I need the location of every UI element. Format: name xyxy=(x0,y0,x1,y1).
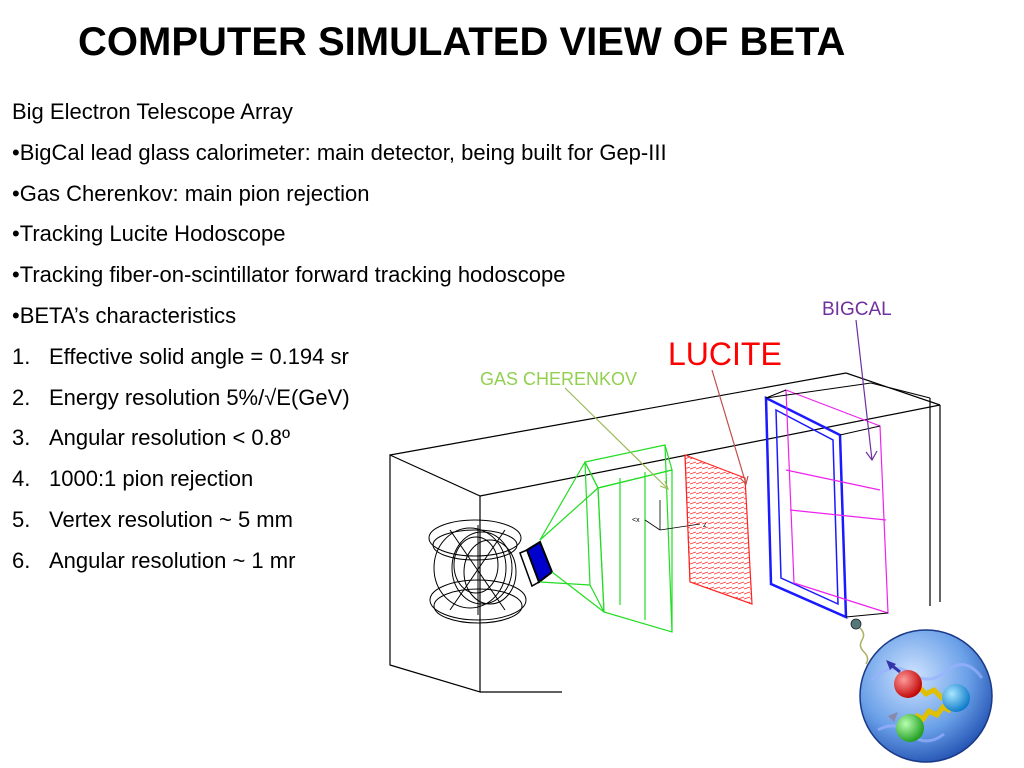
bullet-item: •BigCal lead glass calorimeter: main det… xyxy=(12,133,667,174)
particle-decoration xyxy=(850,618,869,665)
numbered-item: 5. Vertex resolution ~ 5 mm xyxy=(12,500,667,541)
item-number: 4. xyxy=(12,466,31,492)
numbered-item: 6. Angular resolution ~ 1 mr xyxy=(12,541,667,582)
item-text: Vertex resolution ~ 5 mm xyxy=(49,506,293,532)
lucite-label: LUCITE xyxy=(668,336,782,372)
bullet-marker: • xyxy=(12,262,20,288)
lucite-pointer xyxy=(711,369,747,485)
bigcal-label: BIGCAL xyxy=(822,299,892,320)
item-text: 1000:1 pion rejection xyxy=(49,466,254,492)
bullet-item: •Tracking Lucite Hodoscope xyxy=(12,214,667,255)
bullet-text: Gas Cherenkov: main pion rejection xyxy=(19,180,370,206)
forward-tracker xyxy=(519,540,554,588)
slide-title: COMPUTER SIMULATED VIEW OF BETA xyxy=(78,20,846,64)
gas-cherenkov-pointer xyxy=(564,387,669,490)
numbered-item: 3. Angular resolution < 0.8º xyxy=(12,418,667,459)
bullet-list: Big Electron Telescope Array •BigCal lea… xyxy=(12,92,667,582)
bullet-text: Big Electron Telescope Array xyxy=(12,99,293,124)
gas-cherenkov-label: GAS CHERENKOV xyxy=(480,369,638,389)
bullet-item: •Gas Cherenkov: main pion rejection xyxy=(12,174,667,215)
item-text: Effective solid angle = 0.194 sr xyxy=(49,343,349,369)
label-pointers xyxy=(564,319,878,491)
gas-cherenkov-frame xyxy=(539,444,673,633)
bullet-text: BigCal lead glass calorimeter: main dete… xyxy=(19,139,667,165)
item-number: 5. xyxy=(12,506,31,532)
housing-outline xyxy=(389,372,941,693)
bullet-text: Tracking Lucite Hodoscope xyxy=(19,221,286,247)
lucite-hodoscope xyxy=(684,454,753,605)
axis-label: <x xyxy=(632,517,640,524)
item-text: Angular resolution ~ 1 mr xyxy=(49,547,296,573)
bullet-marker: • xyxy=(12,302,20,328)
bullet-marker: • xyxy=(12,180,20,206)
item-number: 2. xyxy=(12,384,31,410)
target-magnet xyxy=(428,519,527,624)
item-number: 1. xyxy=(12,343,31,369)
bullet-item: •Tracking fiber-on-scintillator forward … xyxy=(12,255,667,296)
item-number: 3. xyxy=(12,425,31,451)
bullet-text: BETA’s characteristics xyxy=(19,302,237,328)
numbered-item: 1. Effective solid angle = 0.194 sr xyxy=(12,337,667,378)
bullet-marker: • xyxy=(12,221,20,247)
numbered-item: 4. 1000:1 pion rejection xyxy=(12,459,667,500)
bullet-item: Big Electron Telescope Array xyxy=(12,92,667,133)
item-text: Energy resolution 5%/√E(GeV) xyxy=(49,384,350,410)
bigcal-calorimeter xyxy=(764,382,931,619)
bullet-item: •BETA’s characteristics xyxy=(12,296,667,337)
item-number: 6. xyxy=(12,547,31,573)
bigcal-pointer xyxy=(855,319,873,461)
numbered-item: 2. Energy resolution 5%/√E(GeV) xyxy=(12,378,667,419)
proton-logo xyxy=(859,629,993,763)
bullet-marker: • xyxy=(12,139,20,165)
item-text: Angular resolution < 0.8º xyxy=(49,425,291,451)
bullet-text: Tracking fiber-on-scintillator forward t… xyxy=(19,262,566,288)
